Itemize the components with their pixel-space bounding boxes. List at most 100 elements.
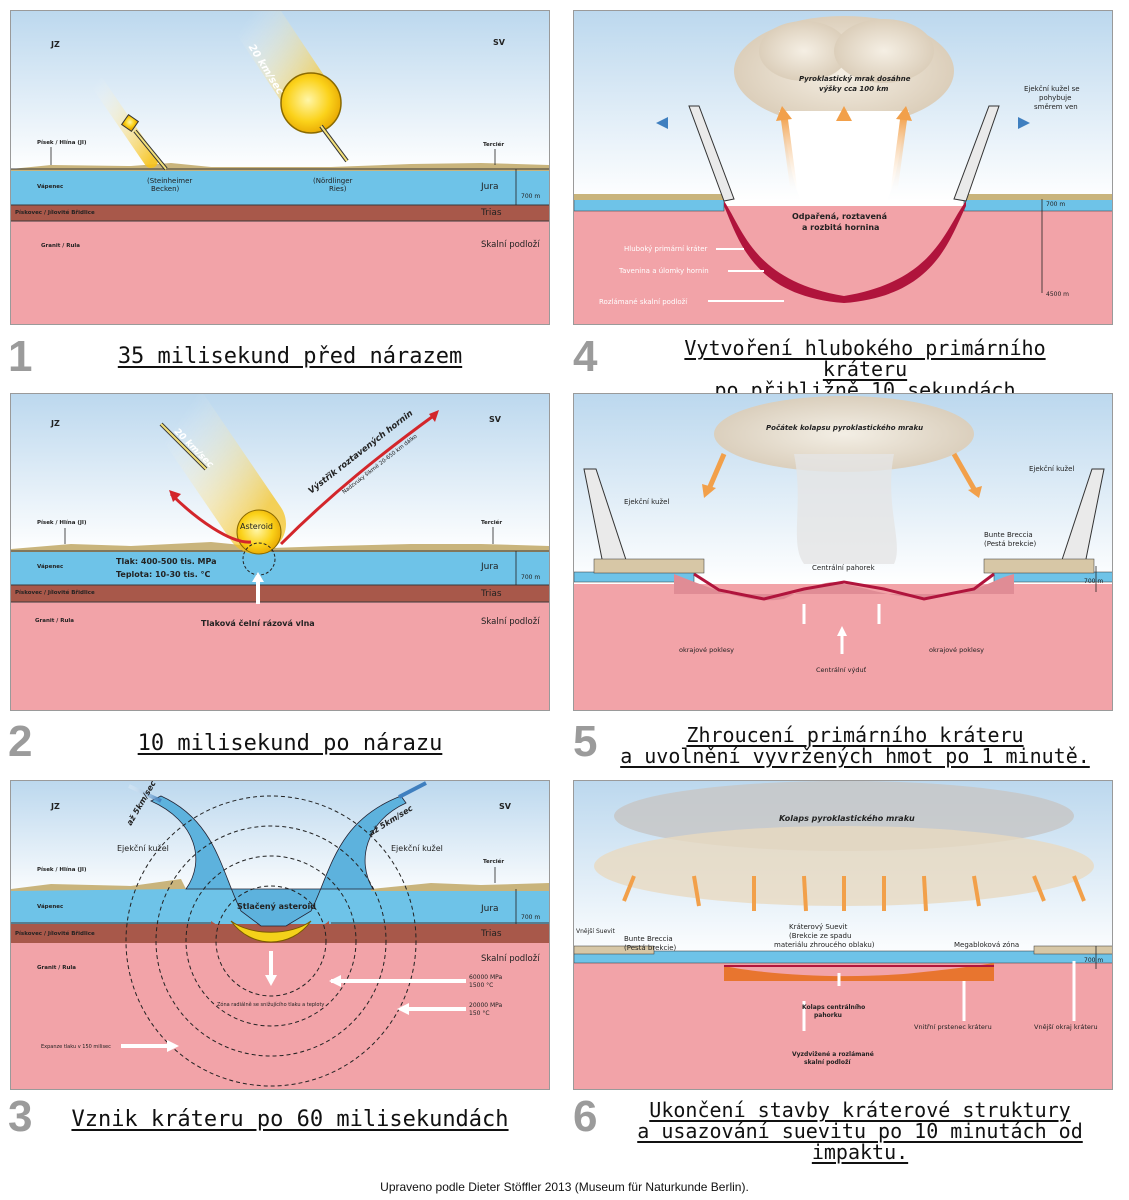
panel-3-diagram: až 5km/sec až 5km/sec Ejekční kužel Ejek…	[10, 780, 550, 1090]
strata-m700-label: 700 m	[1046, 201, 1065, 208]
label-700m: 700 m	[521, 193, 540, 200]
panel-1-number: 1	[8, 332, 33, 381]
odparena-label-a: Odpařená, roztavená	[792, 212, 887, 221]
panel-5-number: 5	[573, 717, 598, 766]
strata-jz-label: JZ	[50, 802, 60, 811]
panel-3-title: Vznik kráteru po 60 milisekundách	[70, 1108, 510, 1131]
vyzdvizene-label-a: Vyzdvižené a rozlámané	[792, 1051, 874, 1058]
t150-label: 150 °C	[469, 1010, 490, 1017]
kolaps-label-a: Kolaps centrálního	[802, 1004, 865, 1011]
label-granit: Granit / Rula	[41, 243, 80, 249]
expanze-label: Expanze tlaku v 150 milisec	[41, 1044, 111, 1050]
panel-6-title-line-2: a usazování suevitu po 10 minutách od im…	[637, 1119, 1083, 1164]
megablokova-label: Megabloková zóna	[954, 941, 1019, 949]
ejekcni-label-b: pohybuje	[1039, 94, 1071, 102]
tavenina-label: Tavenina a úlomky hornin	[618, 267, 709, 275]
mrak-label-a: Pyroklastický mrak dosáhne	[799, 74, 911, 83]
rozlamane-label: Rozlámané skalní podloží	[599, 298, 688, 306]
bunte-label-a: Bunte Breccia	[984, 531, 1033, 539]
vnitrni-label: Vnitřní prstenec kráteru	[914, 1023, 992, 1031]
panel-4-number: 4	[573, 332, 598, 381]
okrajove-right-label: okrajové poklesy	[929, 646, 984, 654]
label-steinheim-b: Becken)	[151, 185, 180, 193]
panel-4-title: Vytvoření hlubokého primárního kráteru p…	[640, 338, 1090, 401]
mrak-label-b: výšky cca 100 km	[819, 84, 888, 93]
panel-5-title-line-2: a uvolnění vyvržených hmot po 1 minutě.	[620, 744, 1090, 768]
panel-3-title-line-1: Vznik kráteru po 60 milisekundách	[71, 1107, 509, 1132]
panel-4-diagram: Pyroklastický mrak dosáhne výšky cca 100…	[573, 10, 1113, 325]
strata-trias-label: Trias	[480, 589, 502, 599]
panel-5-title: Zhroucení primárního kráteru a uvolnění …	[620, 725, 1090, 767]
zona-label: Zóna radiálně se snižujícího tlaku a tep…	[217, 1001, 324, 1008]
panel-4-title-line-1: Vytvoření hlubokého primárního kráteru	[684, 336, 1046, 381]
panel-2-title-line-1: 10 milisekund po nárazu	[137, 731, 443, 756]
label-jz: JZ	[50, 419, 60, 428]
label-steinheim-a: (Steinheimer	[147, 177, 192, 185]
ejekcni-right-label: Ejekční kužel	[391, 843, 443, 853]
strata-tercier-label: Terciér	[483, 858, 504, 865]
bedrock-layer	[11, 211, 549, 324]
strata-m700-label: 700 m	[521, 574, 540, 581]
trias-layer	[11, 204, 549, 221]
mpa60-label: 60000 MPa	[469, 974, 503, 981]
strata-sv-label: SV	[499, 802, 512, 811]
pyroclastic-cloud	[714, 396, 974, 472]
strata-trias-label: Trias	[480, 929, 502, 939]
vnejsi-suevit-label: Vnější Suevit	[576, 928, 615, 935]
panel-1-title: 35 milisekund před nárazem	[100, 345, 480, 368]
label-jz: JZ	[50, 40, 60, 49]
label-pisek: Písek / Hlína (JI)	[37, 139, 87, 146]
ejekcni-label-c: směrem ven	[1034, 103, 1078, 111]
vyduti-label: Centrální výduť	[816, 665, 867, 674]
strata-m700-label: 700 m	[521, 914, 540, 921]
odparena-label-b: a rozbitá hornina	[802, 223, 879, 232]
strata-granit-label: Granit / Rula	[37, 965, 76, 971]
label-pisek: Písek / Hlína (JI)	[37, 519, 87, 526]
vyzdvizene-label-b: skalní podloží	[804, 1059, 851, 1066]
t1500-label: 1500 °C	[469, 982, 493, 989]
strata-podlozi-label: Skalní podloží	[481, 954, 540, 964]
panel-2-title: 10 milisekund po nárazu	[100, 732, 480, 755]
stlaceny-label: Stlačený asteroid	[237, 901, 316, 911]
panel-6-title-line-1: Ukončení stavby kráterové struktury	[649, 1098, 1071, 1122]
label-trias: Trias	[480, 208, 502, 218]
asteroid-label: Asteroid	[240, 522, 273, 531]
pocatek-label: Počátek kolapsu pyroklastického mraku	[766, 424, 923, 432]
bunte-label-b: (Pestá brekcie)	[624, 944, 677, 952]
big-meteor	[280, 72, 342, 134]
strata-vapenec-label: Vápenec	[37, 903, 63, 910]
strata-pisek-label: Písek / Hlína (JI)	[37, 866, 87, 873]
teplota-label: Teplota: 10-30 tis. °C	[116, 570, 211, 579]
mpa20-label: 20000 MPa	[469, 1002, 503, 1009]
bunte-label-b: (Pestá brekcie)	[984, 540, 1037, 548]
ejekcni-label-a: Ejekční kužel se	[1024, 85, 1080, 93]
label-tercier: Terciér	[483, 141, 504, 148]
kraterovy-label-c: materiálu zhroucého oblaku)	[774, 941, 875, 949]
strata-podlozi-label: Skalní podloží	[481, 617, 540, 627]
hluboky-label: Hluboký primární kráter	[624, 245, 708, 253]
centralni-label: Centrální pahorek	[812, 564, 876, 572]
label-4500m: 4500 m	[1046, 291, 1069, 298]
kolaps-mraku-label: Kolaps pyroklastického mraku	[779, 813, 915, 823]
label-ries-a: (Nördlinger	[313, 177, 353, 185]
label-tercier: Terciér	[481, 519, 502, 526]
label-jura: Jura	[480, 182, 499, 192]
okrajove-left-label: okrajové poklesy	[679, 646, 734, 654]
panel-3-number: 3	[8, 1092, 33, 1141]
strata-m700-label: 700 m	[1084, 957, 1103, 964]
panel-5-title-line-1: Zhroucení primárního kráteru	[686, 723, 1024, 747]
kraterovy-label-b: (Brekcie ze spadu	[789, 932, 851, 940]
jura-layer	[11, 169, 549, 205]
label-ries-b: Ries)	[329, 185, 347, 193]
tlak-label: Tlak: 400-500 tis. MPa	[116, 557, 217, 566]
panel-2-number: 2	[8, 717, 33, 766]
label-sv: SV	[489, 415, 502, 424]
label-piskovec: Pískovec / Jílovité Břidlice	[15, 589, 95, 596]
label-vapenec: Vápenec	[37, 183, 63, 190]
label-granit: Granit / Rula	[35, 618, 74, 624]
source-credit: Upraveno podle Dieter Stöffler 2013 (Mus…	[380, 1180, 749, 1194]
kraterovy-label-a: Kráterový Suevit	[789, 923, 848, 931]
strata-jura-label: Jura	[480, 562, 499, 572]
strata-piskovec-label: Pískovec / Jílovité Břidlice	[15, 930, 95, 937]
panel-1-title-line-1: 35 milisekund před nárazem	[117, 344, 463, 369]
